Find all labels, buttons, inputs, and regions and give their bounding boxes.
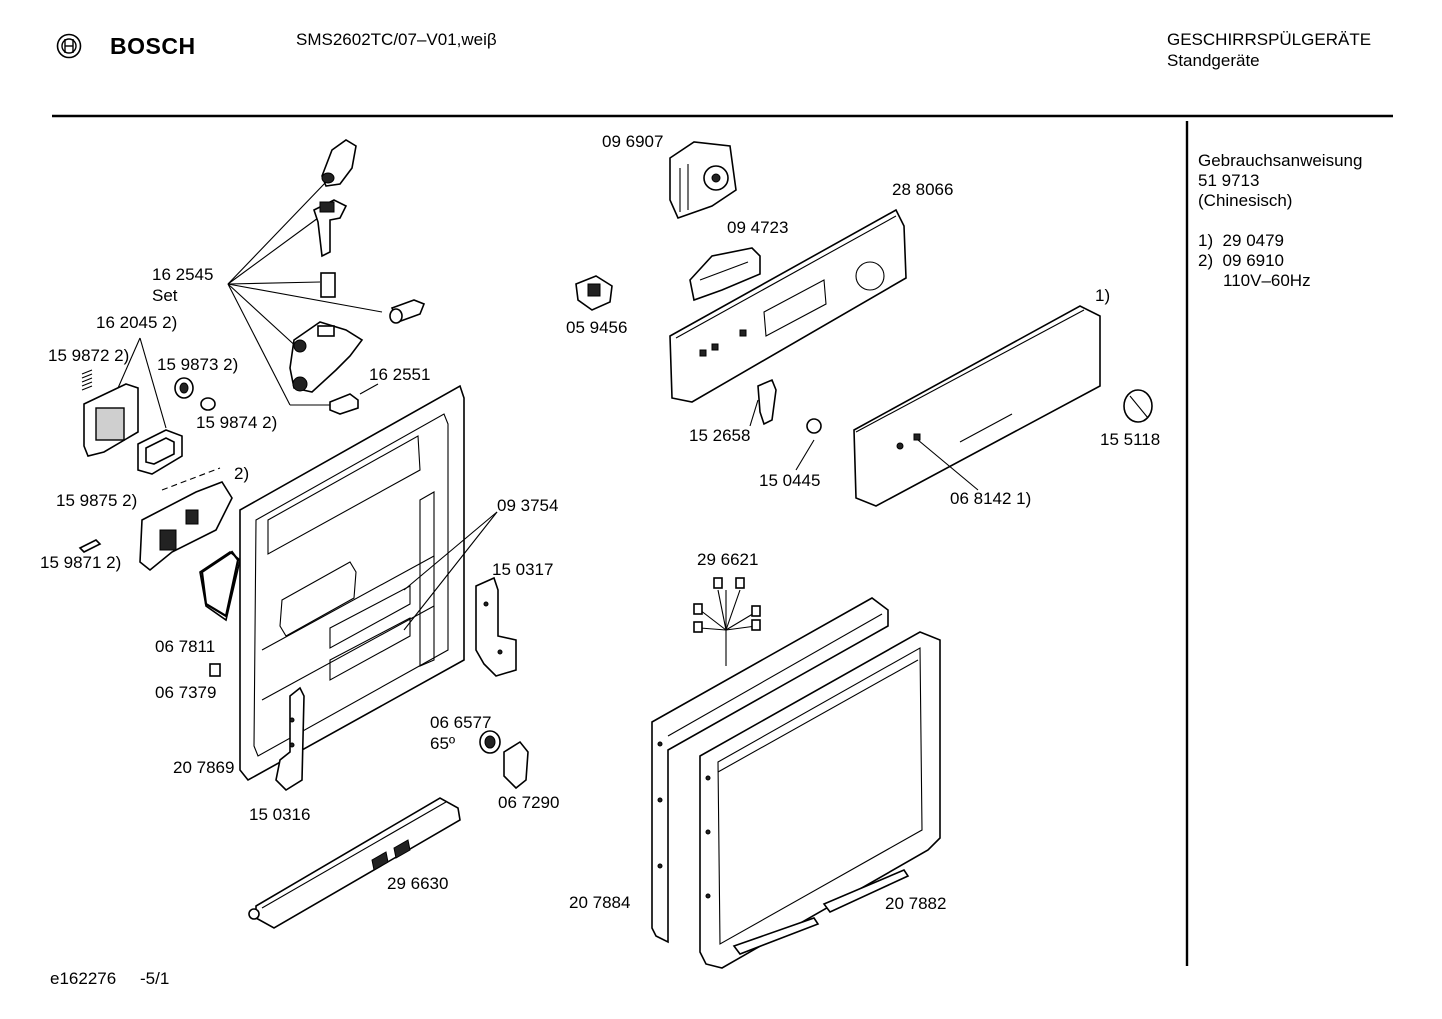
part-label-066577: 06 6577 [430, 713, 492, 732]
lock-catch-162551 [329, 383, 379, 415]
part-label-094723: 09 4723 [727, 218, 789, 237]
screw-159871 [78, 539, 102, 553]
lock-housing [289, 321, 364, 393]
frame-207884 [651, 597, 889, 944]
manual-language: (Chinesisch) [1198, 191, 1293, 210]
footnote-1: 1) 29 0479 [1198, 231, 1285, 250]
part-label-059456: 05 9456 [566, 318, 628, 337]
seal-159875 [137, 429, 183, 475]
part-label-288066: 28 8066 [892, 180, 954, 199]
category-title: GESCHIRRSPÜLGERÄTE [1167, 30, 1372, 49]
brand-name: BOSCH [110, 33, 196, 59]
footnote-2: 2) 09 6910 [1198, 251, 1285, 270]
switch-059456 [575, 275, 613, 311]
switch-housing [139, 467, 233, 572]
model-number: SMS2602TC/07–V01,weiβ [296, 30, 497, 49]
inner-door-panel [239, 384, 465, 782]
part-label-150317: 15 0317 [492, 560, 554, 579]
cover-162045 [83, 337, 167, 457]
manual-number: 51 9713 [1198, 171, 1260, 190]
part-label-067290: 06 7290 [498, 793, 560, 812]
bracket-067290 [503, 740, 529, 790]
part-label-159872: 15 9872 2) [48, 346, 130, 365]
timer-096907 [669, 141, 737, 220]
gasket-067811 [199, 550, 241, 622]
hinge-150317 [475, 576, 517, 677]
screw-067379 [209, 663, 221, 677]
switch-152658 [749, 378, 777, 427]
lock-spring [320, 272, 336, 298]
part-label-152658: 15 2658 [689, 426, 751, 445]
part-label-207882: 20 7882 [885, 894, 947, 913]
part-label-150445: 15 0445 [759, 471, 821, 490]
part-label-207884: 20 7884 [569, 893, 631, 912]
door-lock-hook [321, 139, 357, 187]
lock-slider [313, 199, 348, 258]
document-id: e162276 [50, 969, 117, 988]
bosch-logo-icon [56, 33, 82, 59]
knob-155118 [1123, 389, 1153, 423]
manual-title: Gebrauchsanweisung [1198, 151, 1363, 170]
part-label-067379: 06 7379 [155, 683, 217, 702]
part-label-162545: 16 2545 [152, 265, 214, 284]
knob-159873 [174, 377, 216, 411]
part-label-296621: 29 6621 [697, 550, 759, 569]
part-label-093754: 09 3754 [497, 496, 559, 515]
hinge-150316 [275, 686, 305, 792]
leaders-093754 [403, 511, 498, 631]
part-label-155118: 15 5118 [1100, 430, 1161, 449]
part-label-159874: 15 9874 2) [196, 413, 278, 432]
set-162545-leaders [227, 181, 383, 406]
part-label-068142: 06 8142 1) [950, 489, 1032, 508]
frame-207882 [699, 631, 941, 969]
part-label-296630: 29 6630 [387, 874, 449, 893]
cable-harness-296621 [693, 577, 761, 666]
spring-159872 [81, 369, 93, 391]
part-label-067811: 06 7811 [155, 637, 216, 656]
valve-066577 [479, 730, 501, 754]
door-rail-296630 [248, 797, 461, 929]
button-150445 [795, 418, 822, 471]
part-label-159875: 15 9875 2) [56, 491, 138, 510]
part-label-162045: 16 2045 2) [96, 313, 178, 332]
part-label-note1: 1) [1095, 286, 1111, 305]
part-label-207869: 20 7869 [173, 758, 235, 777]
part-label-162551: 16 2551 [369, 365, 431, 384]
part-label-65-degrees: 65º [430, 734, 456, 753]
part-label-150316: 15 0316 [249, 805, 311, 824]
page-number: -5/1 [140, 969, 170, 988]
knob-094723 [689, 247, 761, 302]
fascia-panel [853, 305, 1101, 507]
part-label-set: Set [152, 286, 178, 305]
category-subtitle: Standgeräte [1167, 51, 1260, 70]
lock-bolt [389, 299, 426, 324]
footnote-2-detail: 110V–60Hz [1223, 271, 1311, 290]
control-panel-288066 [669, 208, 907, 403]
part-label-096907: 09 6907 [602, 132, 664, 151]
part-label-note2: 2) [234, 464, 250, 483]
part-label-159871: 15 9871 2) [40, 553, 122, 572]
part-label-159873: 15 9873 2) [157, 355, 239, 374]
